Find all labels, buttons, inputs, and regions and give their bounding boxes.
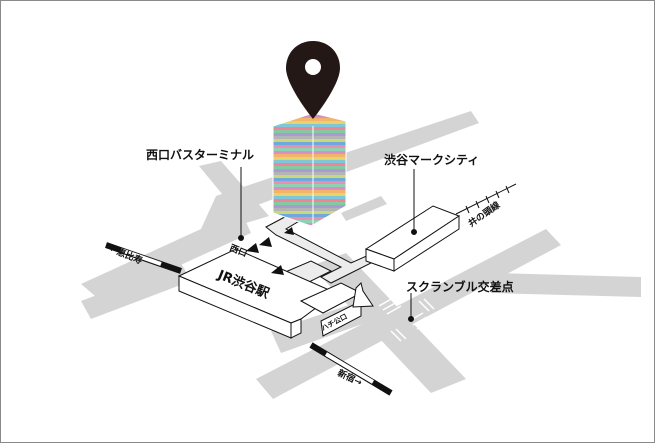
- tower-stripe: [273, 115, 346, 118]
- tower-stripe: [273, 124, 346, 127]
- hachiko-statue-icon: [352, 282, 374, 308]
- road-left-lower: [81, 263, 191, 319]
- tower-building: [273, 113, 346, 226]
- tower-stripe: [273, 193, 346, 196]
- tower-stripe: [273, 160, 346, 163]
- tower-stripe: [273, 133, 346, 136]
- label-to-ebisu: ←恵比寿: [108, 243, 145, 267]
- road-east: [491, 273, 641, 297]
- tower-stripe: [273, 220, 346, 223]
- tower-stripe: [273, 181, 346, 184]
- tower-stripe: [273, 130, 346, 133]
- tower-stripe: [273, 202, 346, 205]
- label-scramble: スクランブル交差点: [406, 279, 514, 294]
- tower-stripe: [273, 178, 346, 181]
- tower-stripe: [273, 205, 346, 208]
- tower-stripe: [273, 199, 346, 202]
- map-pin-icon: [286, 41, 340, 119]
- tower-stripe: [273, 172, 346, 175]
- tower-stripe: [273, 148, 346, 151]
- tower-stripe: [273, 157, 346, 160]
- jr-rail: [105, 242, 393, 396]
- tower-stripe: [273, 163, 346, 166]
- label-inokashira: 井の頭線: [466, 199, 502, 229]
- tower-stripe: [273, 154, 346, 157]
- tower-stripe: [273, 211, 346, 214]
- tower-stripe: [273, 145, 346, 148]
- direction-arrows: [246, 227, 294, 275]
- tower-stripe: [273, 121, 346, 124]
- tower-stripe: [273, 223, 346, 226]
- mark-city-building: [364, 205, 461, 272]
- tower-stripe: [273, 217, 346, 220]
- label-mark-city: 渋谷マークシティ: [384, 152, 479, 167]
- tower-stripe: [273, 187, 346, 190]
- tower-stripe: [273, 190, 346, 193]
- tower-stripe: [273, 151, 346, 154]
- crosswalk: [378, 297, 435, 342]
- tower-stripe: [273, 169, 346, 172]
- tower-stripe: [273, 118, 346, 121]
- road-tbar: [199, 161, 269, 223]
- road-upper: [81, 111, 479, 301]
- label-bus-terminal: 西口バスターミナル: [146, 148, 254, 162]
- tower-stripe: [273, 196, 346, 199]
- road-short: [341, 196, 387, 221]
- jr-station-building: [177, 248, 363, 339]
- tower-stripe: [273, 166, 346, 169]
- tower-stripe: [273, 214, 346, 217]
- tower-stripe: [273, 139, 346, 142]
- tower-stripe: [273, 184, 346, 187]
- tower-stripe: [273, 208, 346, 211]
- tower-stripe: [273, 175, 346, 178]
- tower-stripe: [273, 142, 346, 145]
- leader-lines: [238, 167, 417, 322]
- inokashira-rail: [455, 183, 517, 215]
- tower-stripe: [273, 127, 346, 130]
- tower-stripe: [273, 136, 346, 139]
